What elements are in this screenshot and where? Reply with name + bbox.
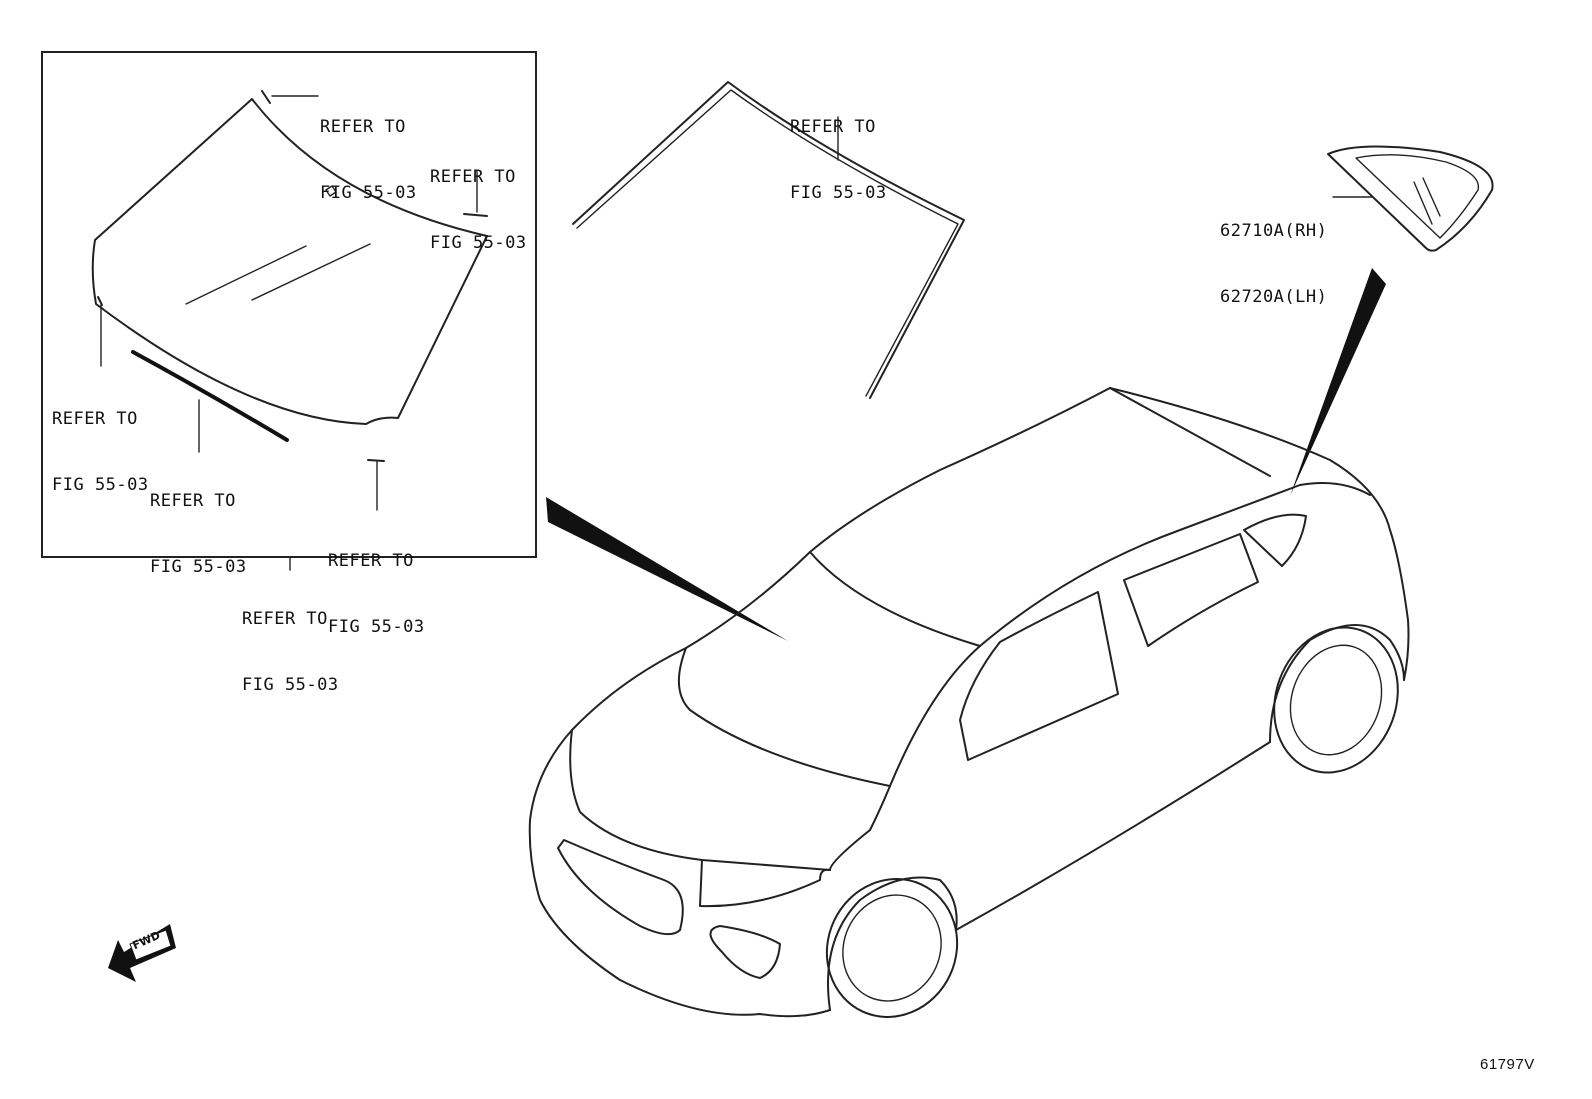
windshield-glass xyxy=(91,98,488,425)
windshield-molding-inner xyxy=(576,89,959,397)
windshield-glare-1 xyxy=(185,245,307,305)
callout-right: REFER TO FIG 55-03 xyxy=(430,122,527,298)
right-stopper xyxy=(463,213,488,217)
callout-top-line2: FIG 55-03 xyxy=(320,183,417,203)
callout-bottom: REFER TO FIG 55-03 xyxy=(328,506,425,682)
callout-box-line1: REFER TO xyxy=(242,609,328,629)
top-clip xyxy=(261,90,271,104)
bottom-spacer xyxy=(367,459,385,462)
catalog-number: 61797V xyxy=(1480,1056,1535,1073)
callout-windshield-molding: REFER TO FIG 55-03 xyxy=(790,72,887,248)
callout-molding-line1: REFER TO xyxy=(150,491,236,511)
sensor-clip xyxy=(325,185,337,197)
quarter-glass-glare xyxy=(1413,177,1441,225)
callout-left-line1: REFER TO xyxy=(52,409,138,429)
callout-molding: REFER TO FIG 55-03 xyxy=(150,446,247,622)
pointer-quarter xyxy=(1290,268,1386,496)
quarter-glass-parts: 62710A(RH) 62720A(LH) xyxy=(1220,176,1327,352)
windshield-molding xyxy=(572,81,965,399)
windshield-glare-2 xyxy=(251,243,371,301)
callout-right-line1: REFER TO xyxy=(430,167,516,187)
callout-molding-line2: FIG 55-03 xyxy=(150,557,247,577)
left-clip xyxy=(97,296,103,306)
callout-box: REFER TO FIG 55-03 xyxy=(242,564,339,740)
callout-top-line1: REFER TO xyxy=(320,117,406,137)
pointer-windshield xyxy=(546,497,788,641)
quarter-glass-inner xyxy=(1355,154,1480,239)
callout-box-line2: FIG 55-03 xyxy=(242,675,339,695)
fwd-arrow xyxy=(108,924,176,982)
callout-windshield-molding-line2: FIG 55-03 xyxy=(790,183,887,203)
quarter-glass-outer xyxy=(1327,145,1494,252)
callout-bottom-line2: FIG 55-03 xyxy=(328,617,425,637)
callout-top: REFER TO FIG 55-03 xyxy=(320,72,417,248)
callout-windshield-molding-line1: REFER TO xyxy=(790,117,876,137)
callout-left-line2: FIG 55-03 xyxy=(52,475,149,495)
part-number-lh: 62720A(LH) xyxy=(1220,287,1328,307)
inset-frame xyxy=(41,51,537,558)
callout-bottom-line1: REFER TO xyxy=(328,551,414,571)
callout-right-line2: FIG 55-03 xyxy=(430,233,527,253)
lower-molding xyxy=(131,350,289,442)
vehicle-outline xyxy=(528,387,1410,1018)
part-number-rh: 62710A(RH) xyxy=(1220,221,1328,241)
callout-left: REFER TO FIG 55-03 xyxy=(52,364,149,540)
